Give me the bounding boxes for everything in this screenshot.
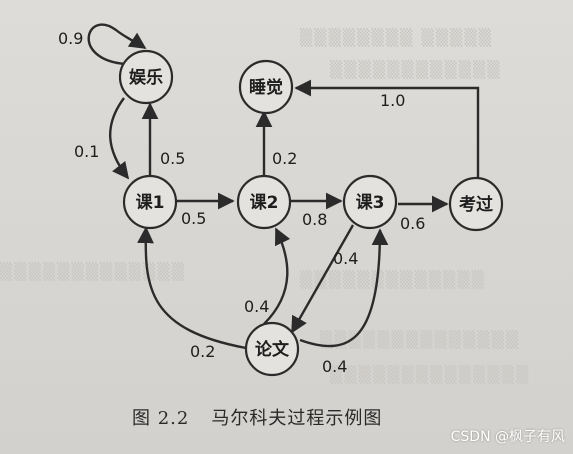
edge-kaoguo-shuijiao — [294, 79, 480, 180]
bleed-through-text: ▒▒▒▒▒▒▒▒ ▒▒▒▒▒ — [300, 28, 494, 47]
node-ke1: 课1 — [122, 174, 178, 230]
edge-yule-ke1 — [109, 97, 130, 180]
bleed-through-text: ▒▒▒▒▒▒▒▒▒▒▒▒▒ — [300, 270, 486, 289]
node-ke2: 课2 — [236, 174, 292, 230]
node-yule: 娱乐 — [118, 49, 174, 105]
figure-title: 马尔科夫过程示例图 — [211, 408, 383, 429]
edge-label-ke2-shuijiao: 0.2 — [272, 149, 297, 168]
figure-caption: 图 2.2 马尔科夫过程示例图 — [132, 404, 382, 430]
edge-ke3-lunwen — [290, 224, 355, 334]
node-kaoguo: 考过 — [448, 176, 504, 232]
node-label-shuijiao: 睡觉 — [249, 77, 283, 98]
watermark: CSDN @枫子有风 — [450, 429, 565, 445]
edge-label-yule-ke1: 0.1 — [74, 142, 99, 161]
edge-label-ke3-lunwen: 0.4 — [333, 249, 358, 268]
node-label-lunwen: 论文 — [255, 339, 290, 360]
node-ke3: 课3 — [342, 174, 398, 230]
edge-label-ke1-ke2: 0.5 — [181, 209, 206, 228]
edge-lunwen-ke3 — [299, 228, 389, 348]
bleed-through-text: ▒▒▒▒▒▒▒▒▒▒▒▒▒ — [0, 262, 186, 281]
node-label-ke1: 课1 — [136, 193, 165, 213]
bleed-through-text: ▒▒▒▒▒▒▒▒▒▒▒▒▒▒ — [330, 365, 531, 384]
edge-label-lunwen-ke2: 0.4 — [244, 297, 269, 316]
figure-number: 图 2.2 — [132, 408, 190, 429]
edge-label-ke3-kaoguo: 0.6 — [400, 214, 425, 233]
node-lunwen: 论文 — [244, 321, 300, 377]
edge-label-ke1-yule: 0.5 — [160, 149, 185, 168]
node-label-ke2: 课2 — [250, 193, 279, 213]
edge-lunwen-ke1 — [137, 226, 247, 350]
edge-label-ke2-ke3: 0.8 — [302, 210, 327, 229]
node-label-yule: 娱乐 — [129, 67, 163, 88]
node-label-ke3: 课3 — [356, 193, 385, 213]
node-label-kaoguo: 考过 — [458, 194, 493, 215]
edge-label-lunwen-ke1: 0.2 — [190, 342, 215, 361]
edge-label-kaoguo-shuijiao: 1.0 — [380, 91, 405, 110]
bleed-through-text: ▒▒▒▒▒▒▒▒▒▒▒▒▒▒ — [320, 330, 521, 349]
bleed-through-text: ▒▒▒▒▒▒▒▒▒▒▒▒ — [330, 60, 502, 79]
node-shuijiao: 睡觉 — [238, 59, 294, 115]
edge-label-lunwen-ke3: 0.4 — [322, 357, 347, 376]
edge-label-yule-self: 0.9 — [58, 29, 83, 48]
edge-lunwen-ke2 — [263, 227, 291, 325]
edge-yule-self — [87, 23, 147, 66]
